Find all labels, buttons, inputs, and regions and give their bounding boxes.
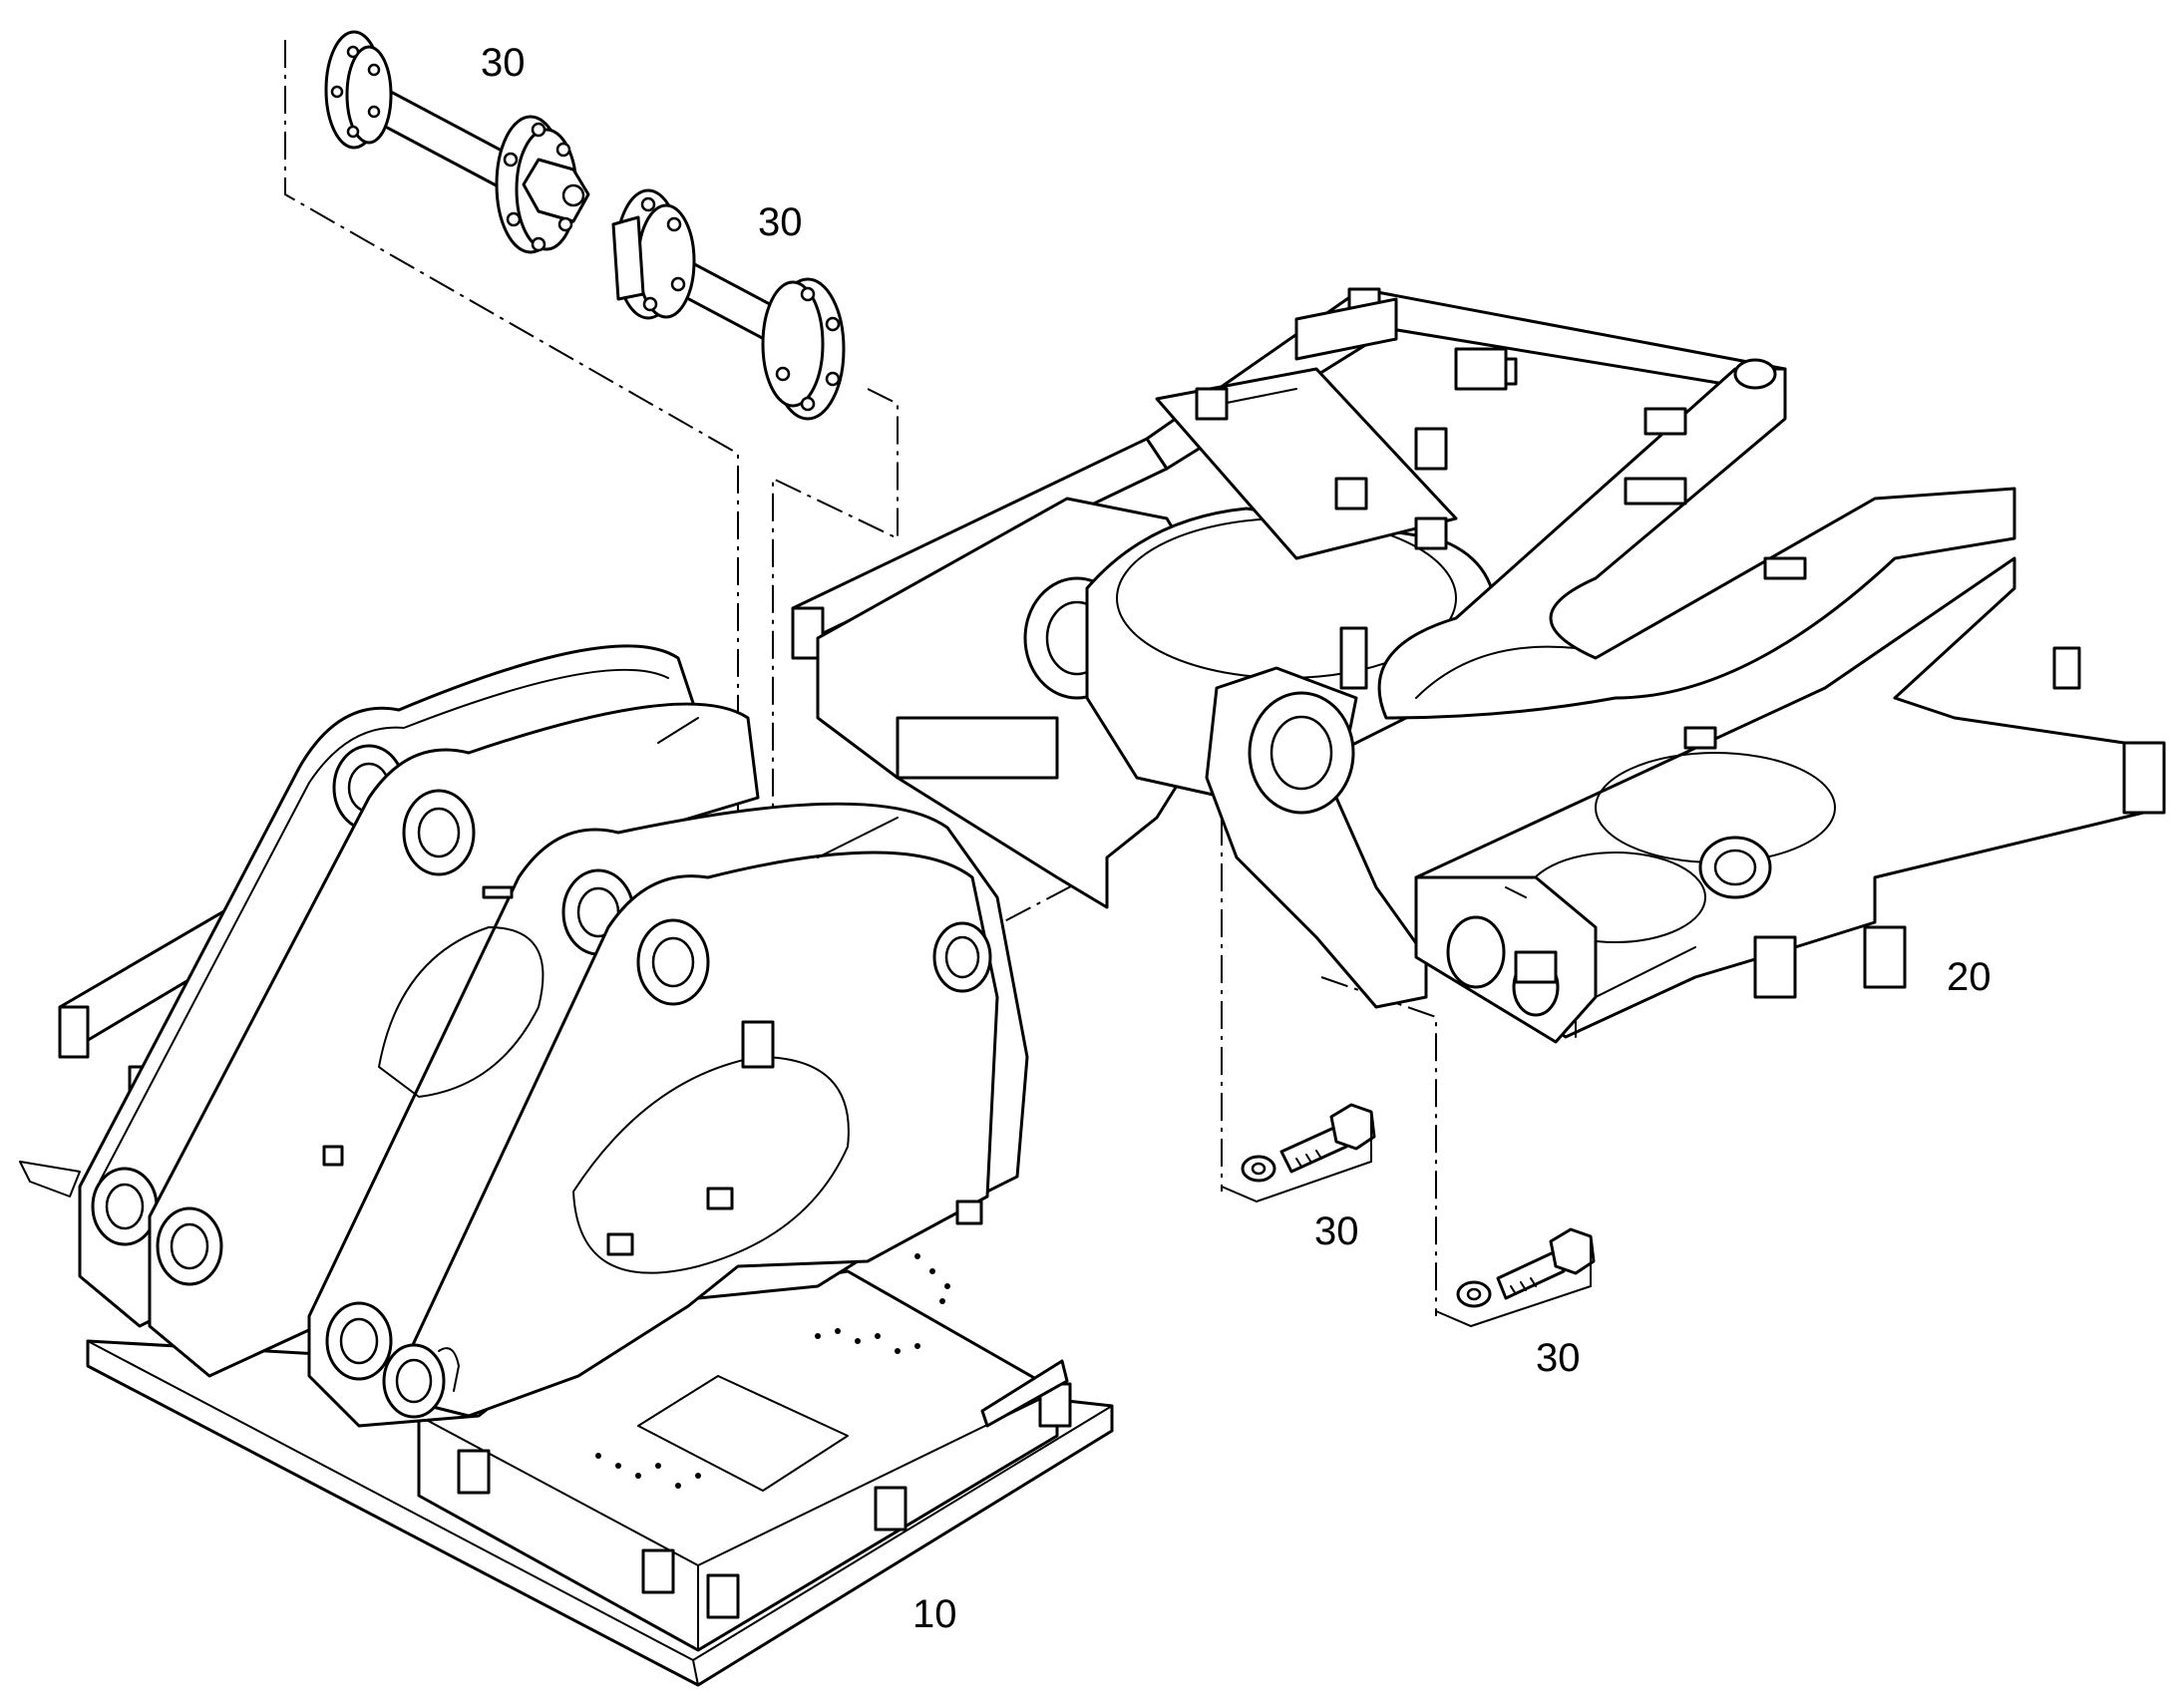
- base-frame: [19, 644, 1114, 1687]
- pin-shaft-upper: [324, 30, 590, 254]
- bolt-washer-lower: [1435, 1227, 1596, 1328]
- rivet-dots: [595, 1253, 950, 1489]
- callout-base-frame: 10: [912, 1592, 957, 1636]
- upper-frame: [791, 287, 2166, 1044]
- side-pad-1: [457, 1449, 491, 1495]
- callout-shaft-lower: 30: [758, 200, 803, 244]
- callout-shaft-upper: 30: [481, 41, 526, 85]
- bolt-washer-upper: [1221, 1103, 1376, 1203]
- side-pad-4: [874, 1486, 908, 1532]
- bolt-head: [1549, 1227, 1596, 1275]
- callout-bolt-lower: 30: [1536, 1336, 1581, 1380]
- bolt-shank: [1496, 1249, 1566, 1300]
- callout-labels: 30 30 20 30 30 10: [481, 41, 1992, 1636]
- side-pad-2: [641, 1548, 675, 1594]
- callout-bolt-upper: 30: [1314, 1209, 1359, 1253]
- callout-upper-frame: 20: [1947, 955, 1992, 999]
- pin-shaft-lower: [611, 188, 846, 421]
- side-pad-3: [706, 1573, 740, 1619]
- bolt-head: [1329, 1103, 1376, 1151]
